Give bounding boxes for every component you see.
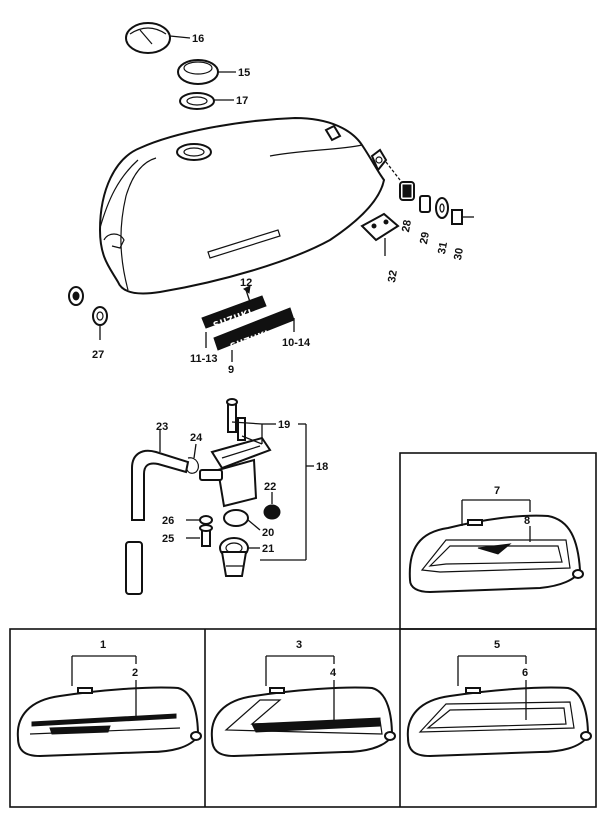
label-28: 28 [400, 219, 414, 233]
label-8: 8 [524, 515, 530, 527]
collar-29 [419, 195, 431, 213]
bolt-30 [451, 209, 474, 225]
cap-15 [177, 59, 236, 85]
cushion-27 [68, 286, 108, 340]
label-6: 6 [522, 667, 528, 679]
label-31: 31 [436, 241, 450, 255]
label-21: 21 [262, 543, 274, 555]
label-32: 32 [386, 269, 400, 283]
label-27: 27 [92, 349, 104, 361]
tank-variant-3-4 [210, 686, 396, 758]
label-18: 18 [316, 461, 328, 473]
label-3: 3 [296, 639, 302, 651]
label-15: 15 [238, 67, 250, 79]
label-9: 9 [228, 364, 234, 376]
tank-variant-1-2 [16, 686, 202, 758]
label-22: 22 [264, 481, 276, 493]
label-16: 16 [192, 33, 204, 45]
label-19: 19 [278, 419, 290, 431]
label-24: 24 [190, 432, 203, 444]
filter-22 [263, 492, 281, 520]
label-1: 1 [100, 639, 106, 651]
label-7: 7 [494, 485, 500, 497]
screw-25 [186, 524, 213, 547]
label-17: 17 [236, 95, 248, 107]
label-2: 2 [132, 667, 138, 679]
bracket-32 [360, 212, 400, 256]
variant-row-box [9, 628, 597, 808]
label-23: 23 [156, 421, 168, 433]
washer-31 [435, 197, 449, 219]
clip-24 [186, 443, 200, 474]
fuel-cap-16 [125, 22, 191, 54]
gasket-17 [179, 92, 234, 110]
label-26: 26 [162, 515, 174, 527]
label-30: 30 [452, 247, 466, 261]
label-25: 25 [162, 533, 174, 545]
label-5: 5 [494, 639, 500, 651]
label-11-13: 11-13 [190, 353, 218, 365]
washer-26 [186, 515, 213, 525]
label-10-14: 10-14 [282, 337, 311, 349]
label-12: 12 [240, 277, 252, 289]
label-20: 20 [262, 527, 274, 539]
fuel-cock [199, 398, 272, 577]
label-29: 29 [418, 231, 432, 245]
label-4: 4 [330, 667, 337, 679]
damper-28 [399, 181, 415, 201]
tank-variant-5-6 [406, 686, 592, 758]
fuel-tank [98, 116, 388, 295]
tank-variant-7-8 [408, 514, 584, 594]
fuel-hose-23 [125, 430, 190, 595]
